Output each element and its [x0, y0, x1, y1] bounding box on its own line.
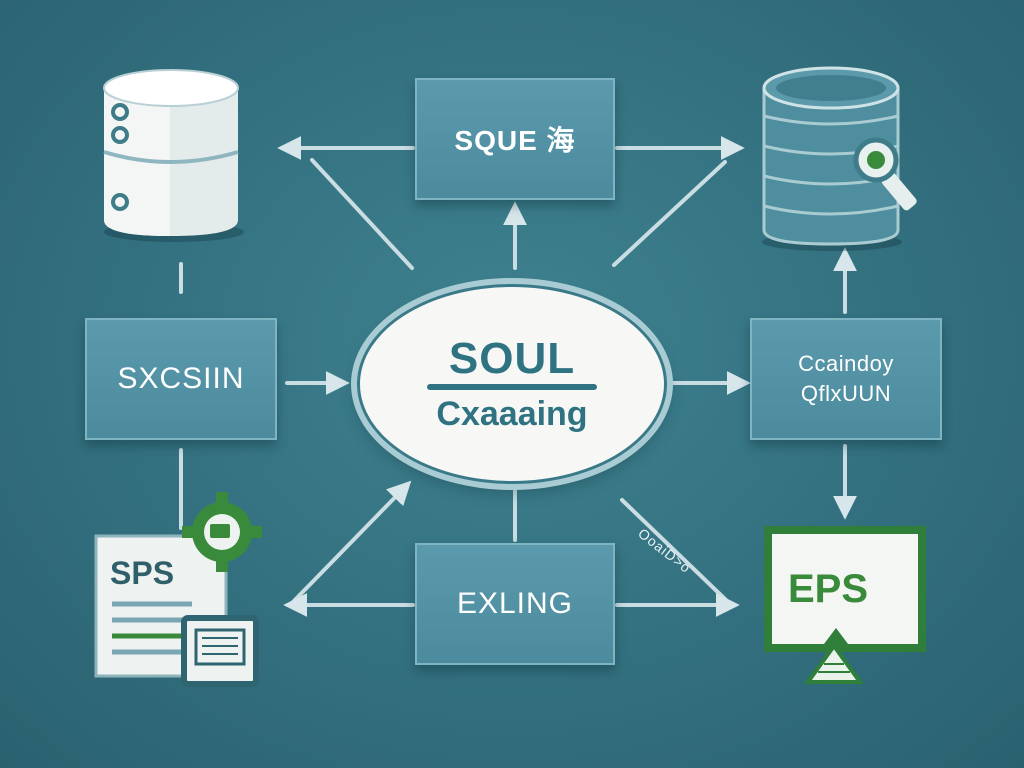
- node-top-label: SQUE 海: [454, 125, 576, 156]
- eps-label: EPS: [788, 567, 868, 611]
- node-right-line-1: Ccaindoy: [798, 351, 894, 376]
- node-bottom[interactable]: EXLING: [415, 543, 615, 665]
- sps-label: SPS: [110, 555, 174, 591]
- connector-diagonal-left-top: [310, 158, 414, 270]
- node-left[interactable]: SXCSIIN: [85, 318, 277, 440]
- database-search-icon: [762, 66, 917, 251]
- sps-document-icon: SPS: [94, 492, 262, 687]
- connector-center-to-bottomright-diagonal: [620, 498, 728, 602]
- center-node[interactable]: SOUL Cxaaaing: [357, 284, 667, 484]
- connector-diagonal-right-top: [612, 160, 727, 267]
- node-top[interactable]: SQUE 海: [415, 78, 615, 200]
- node-left-label: SXCSIIN: [117, 362, 245, 395]
- connector-bottom-to-center-diagonal: [288, 480, 412, 607]
- center-title: SOUL: [448, 334, 576, 383]
- center-divider: [427, 384, 597, 390]
- database-icon: [103, 69, 244, 242]
- node-bottom-label: EXLING: [456, 587, 574, 620]
- node-right-line-2: QflxUUN: [800, 381, 892, 406]
- center-subtitle: Cxaaaing: [436, 395, 588, 433]
- node-right[interactable]: Ccaindoy QflxUUN: [750, 318, 942, 440]
- eps-monitor-icon: EPS: [764, 526, 926, 684]
